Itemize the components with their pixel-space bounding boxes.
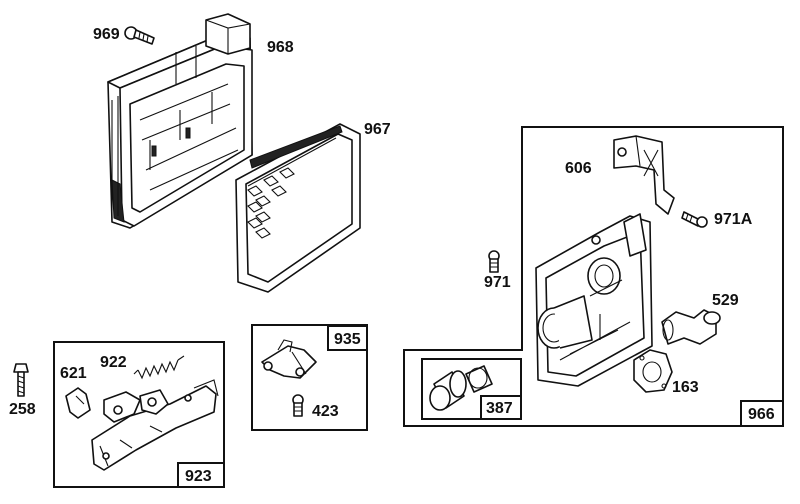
group-935-outline <box>251 324 368 431</box>
label-968: 968 <box>267 39 294 56</box>
group-966-outline <box>403 126 784 427</box>
spring-922[interactable] <box>133 355 185 380</box>
primer-bulb-387[interactable] <box>429 365 493 411</box>
group-923-outline <box>53 341 225 488</box>
label-967: 967 <box>364 121 391 138</box>
tag-box-966 <box>740 400 784 427</box>
screw-258[interactable] <box>13 363 29 397</box>
tag-box-935 <box>327 325 368 351</box>
label-387: 387 <box>486 400 513 417</box>
screw-969[interactable] <box>124 26 155 45</box>
group-387-outline <box>421 358 522 420</box>
label-922: 922 <box>100 354 127 371</box>
label-923: 923 <box>185 468 212 485</box>
air-filter-967[interactable] <box>235 123 361 293</box>
label-423: 423 <box>312 403 339 420</box>
link-621[interactable] <box>65 387 91 419</box>
label-529: 529 <box>712 292 739 309</box>
label-969: 969 <box>93 26 120 43</box>
carburetor-body[interactable] <box>535 213 653 387</box>
label-935: 935 <box>334 331 361 348</box>
gasket-163[interactable] <box>633 349 673 393</box>
bracket-606[interactable] <box>613 135 675 215</box>
screw-971A[interactable] <box>681 211 708 228</box>
screw-971[interactable] <box>488 250 500 273</box>
label-258: 258 <box>9 401 36 418</box>
label-971A: 971A <box>714 211 753 228</box>
air-cleaner-base-968[interactable] <box>107 13 253 229</box>
screw-423[interactable] <box>292 394 304 417</box>
label-163: 163 <box>672 379 699 396</box>
label-621: 621 <box>60 365 87 382</box>
tag-box-923 <box>177 462 225 488</box>
governor-bracket-assembly[interactable] <box>91 379 219 471</box>
elbow-529[interactable] <box>661 309 721 345</box>
label-966: 966 <box>748 406 775 423</box>
label-971: 971 <box>484 274 511 291</box>
tag-box-387 <box>480 395 522 420</box>
label-606: 606 <box>565 160 592 177</box>
bracket-935[interactable] <box>261 339 317 379</box>
